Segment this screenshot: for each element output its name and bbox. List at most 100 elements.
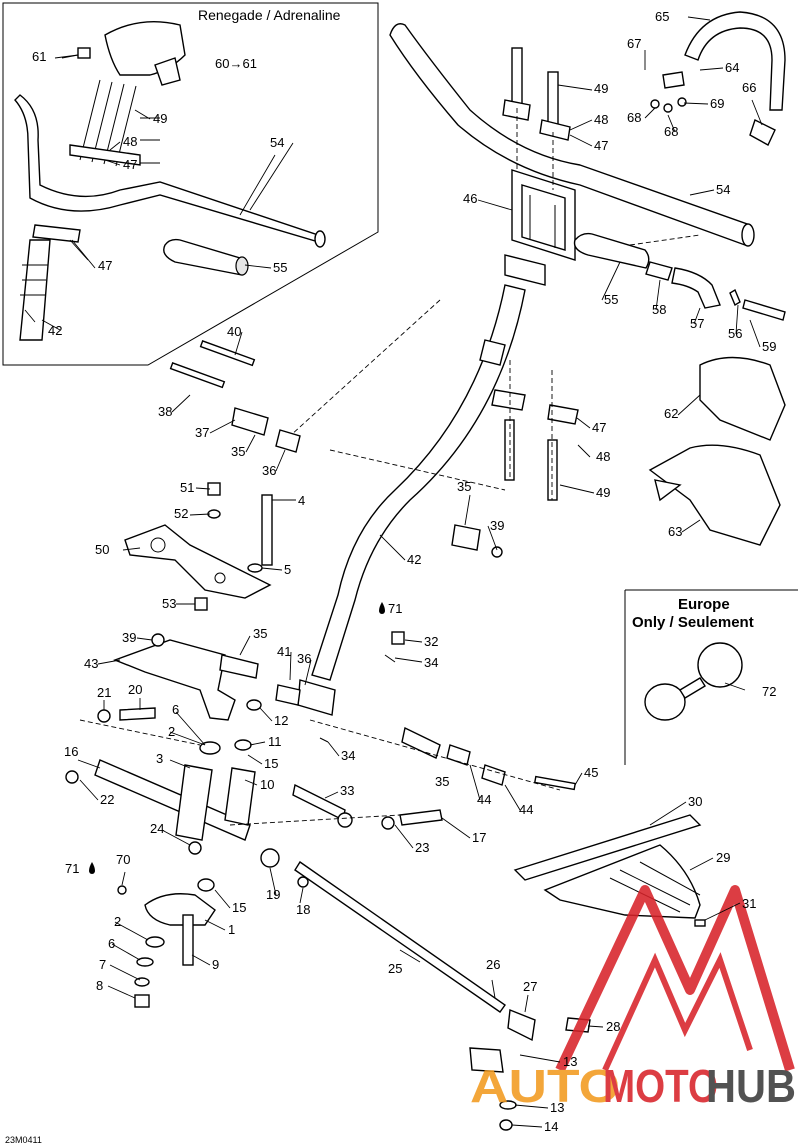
grip-assembly [573, 232, 786, 321]
callout-67: 67 [627, 36, 641, 51]
drop-icon [89, 862, 95, 874]
callout-26: 26 [486, 957, 500, 972]
callout-35: 35 [435, 774, 449, 789]
callout-56: 56 [728, 326, 742, 341]
callout-59: 59 [762, 339, 776, 354]
steering-column [279, 284, 579, 716]
callout-66: 66 [742, 80, 756, 95]
callout-69: 69 [710, 96, 724, 111]
callout-6: 6 [172, 702, 179, 717]
callout-labels: 1 2 2 3 4 5 6 6 7 8 9 10 11 12 13 13 14 … [32, 9, 776, 1134]
callout-4: 4 [298, 493, 305, 508]
callout-47: 47 [123, 157, 137, 172]
callout-55: 55 [273, 260, 287, 275]
callout-42: 42 [407, 552, 421, 567]
callout-19: 19 [266, 887, 280, 902]
callout-23: 23 [415, 840, 429, 855]
callout-41: 41 [277, 644, 291, 659]
watermark-text-moto: MOTO [603, 1060, 718, 1112]
callout-71: 71 [65, 861, 79, 876]
callout-17: 17 [472, 830, 486, 845]
callout-63: 63 [668, 524, 682, 539]
callout-6: 6 [108, 936, 115, 951]
callout-20: 20 [128, 682, 142, 697]
callout-49: 49 [153, 111, 167, 126]
callout-39: 39 [122, 630, 136, 645]
callout-38: 38 [158, 404, 172, 419]
callout-11: 11 [268, 734, 282, 749]
europe-only-box: Europe Only / Seulement [624, 589, 798, 765]
drawing-code: 23M0411 [5, 1135, 42, 1145]
callout-49: 49 [594, 81, 608, 96]
inset-panel: Renegade / Adrenaline 60→61 [2, 2, 379, 366]
callout-35: 35 [253, 626, 267, 641]
mounting-bracket [124, 482, 273, 611]
callout-13: 13 [563, 1054, 577, 1069]
callout-48: 48 [596, 449, 610, 464]
callout-49: 49 [596, 485, 610, 500]
tie-rods [79, 719, 591, 1042]
callout-18: 18 [296, 902, 310, 917]
pitman-arm [117, 885, 216, 1008]
boot-assembly [513, 814, 706, 927]
callout-2: 2 [114, 914, 121, 929]
callout-13: 13 [550, 1100, 564, 1115]
callout-22: 22 [100, 792, 114, 807]
inset-note: 60→61 [215, 56, 257, 71]
steering-arm [113, 340, 503, 721]
callout-12: 12 [274, 713, 288, 728]
callout-15: 15 [264, 756, 278, 771]
callout-58: 58 [652, 302, 666, 317]
callout-36: 36 [297, 651, 311, 666]
misc-hardware [319, 631, 517, 1131]
callout-65: 65 [655, 9, 669, 24]
callout-52: 52 [174, 506, 188, 521]
callout-39: 39 [490, 518, 504, 533]
callout-28: 28 [606, 1019, 620, 1034]
callout-31: 31 [742, 896, 756, 911]
callout-8: 8 [96, 978, 103, 993]
callout-14: 14 [544, 1119, 558, 1134]
callout-50: 50 [95, 542, 109, 557]
callout-40: 40 [227, 324, 241, 339]
callout-47: 47 [98, 258, 112, 273]
callout-44: 44 [477, 792, 491, 807]
watermark-text-hub: HUB [706, 1060, 796, 1112]
callout-45: 45 [584, 765, 598, 780]
callout-36: 36 [262, 463, 276, 478]
callout-9: 9 [212, 957, 219, 972]
callout-54: 54 [270, 135, 284, 150]
callout-64: 64 [725, 60, 739, 75]
watermark: AUTO MOTO HUB [470, 885, 796, 1112]
callout-35: 35 [457, 479, 471, 494]
inset-title: Renegade / Adrenaline [198, 7, 341, 23]
callout-47: 47 [592, 420, 606, 435]
callout-37: 37 [195, 425, 209, 440]
callout-70: 70 [116, 852, 130, 867]
callout-21: 21 [97, 685, 111, 700]
callout-7: 7 [99, 957, 106, 972]
callout-61: 61 [32, 49, 46, 64]
watermark-text-auto: AUTO [470, 1060, 620, 1112]
callout-24: 24 [150, 821, 164, 836]
covers [648, 356, 786, 546]
callout-35: 35 [231, 444, 245, 459]
callout-62: 62 [664, 406, 678, 421]
callout-55: 55 [604, 292, 618, 307]
riser [502, 47, 576, 286]
callout-51: 51 [180, 480, 194, 495]
callout-27: 27 [523, 979, 537, 994]
callout-68: 68 [664, 124, 678, 139]
callout-32: 32 [424, 634, 438, 649]
drop-icon [379, 602, 385, 614]
europe-title-line2: Only / Seulement [632, 614, 754, 631]
callout-10: 10 [260, 777, 274, 792]
callout-43: 43 [84, 656, 98, 671]
callout-2: 2 [168, 724, 175, 739]
callout-42: 42 [48, 323, 62, 338]
callout-53: 53 [162, 596, 176, 611]
callout-16: 16 [64, 744, 78, 759]
callout-leaders [41, 16, 763, 1128]
callout-3: 3 [156, 751, 163, 766]
